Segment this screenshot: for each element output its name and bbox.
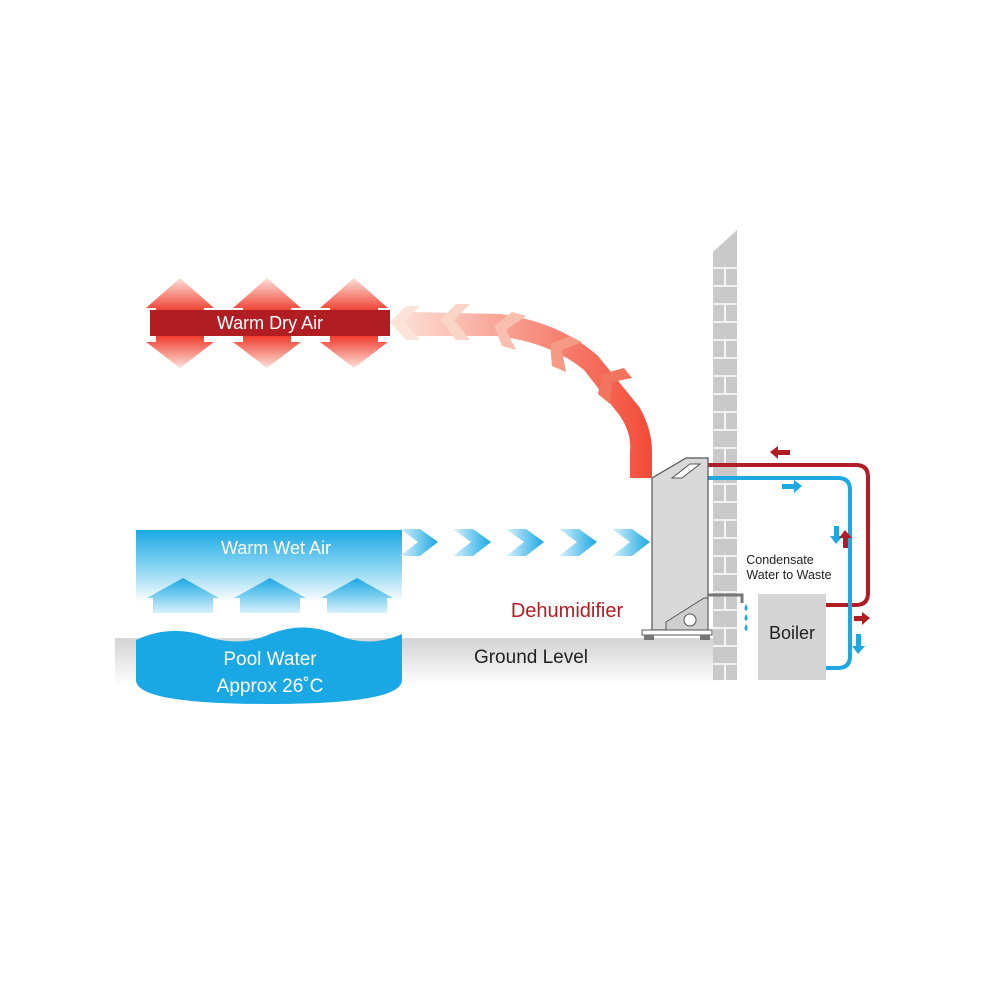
condensate-drain-pipe <box>708 593 744 603</box>
chevron-right-icon <box>506 529 544 556</box>
up-arrow-icon <box>321 578 393 613</box>
warm-dry-air-label: Warm Dry Air <box>217 313 323 333</box>
pool-water: Pool Water Approx 26˚C <box>136 627 402 704</box>
condensate-waste-label: Water to Waste <box>746 568 831 582</box>
up-down-arrow-icon <box>233 278 301 368</box>
arrow-up-icon <box>839 530 852 548</box>
chevron-right-icon <box>453 529 491 556</box>
building-wall <box>713 230 737 680</box>
pipe-flow-arrows <box>770 446 870 654</box>
warm-dry-air-zone: Warm Dry Air <box>146 278 390 368</box>
up-arrow-icon <box>147 578 219 613</box>
up-down-arrow-icon <box>146 278 214 368</box>
dry-air-return-arc <box>390 304 652 478</box>
water-drop-icon <box>744 624 748 631</box>
chevron-right-icon <box>612 529 650 556</box>
dehumidifier-label: Dehumidifier <box>511 600 624 622</box>
condensate-label: Condensate <box>746 553 813 567</box>
up-arrow-icon <box>234 578 306 613</box>
arrow-left-icon <box>770 446 790 459</box>
warm-wet-air-label: Warm Wet Air <box>221 538 331 558</box>
pool-water-label: Pool Water <box>223 649 317 670</box>
arrow-right-icon <box>854 612 870 625</box>
water-drop-icon <box>744 604 748 611</box>
water-drop-icon <box>744 614 748 621</box>
cold-return-pipe <box>685 476 852 670</box>
ground-level-label: Ground Level <box>474 647 588 668</box>
boiler: Boiler <box>758 594 826 680</box>
chevron-right-icon <box>559 529 597 556</box>
wet-air-flow-arrows <box>400 529 650 556</box>
up-down-arrow-icon <box>320 278 388 368</box>
arrow-down-icon <box>852 634 865 654</box>
pool-temperature-label: Approx 26˚C <box>217 676 324 697</box>
chevron-right-icon <box>400 529 438 556</box>
arrow-down-icon <box>830 526 843 544</box>
chevron-left-icon <box>550 336 582 372</box>
chevron-left-icon <box>494 312 526 350</box>
chevron-left-icon <box>390 306 420 340</box>
heating-pipes <box>685 463 870 670</box>
condensate-drops <box>744 604 748 631</box>
rising-moisture-arrows <box>147 578 393 613</box>
arrow-right-icon <box>782 480 802 493</box>
dehumidifier-unit: Dehumidifier <box>511 457 744 640</box>
boiler-label: Boiler <box>769 623 815 643</box>
chevron-left-icon <box>440 304 470 340</box>
hot-flow-pipe <box>685 463 870 607</box>
chevron-left-icon <box>598 368 632 404</box>
